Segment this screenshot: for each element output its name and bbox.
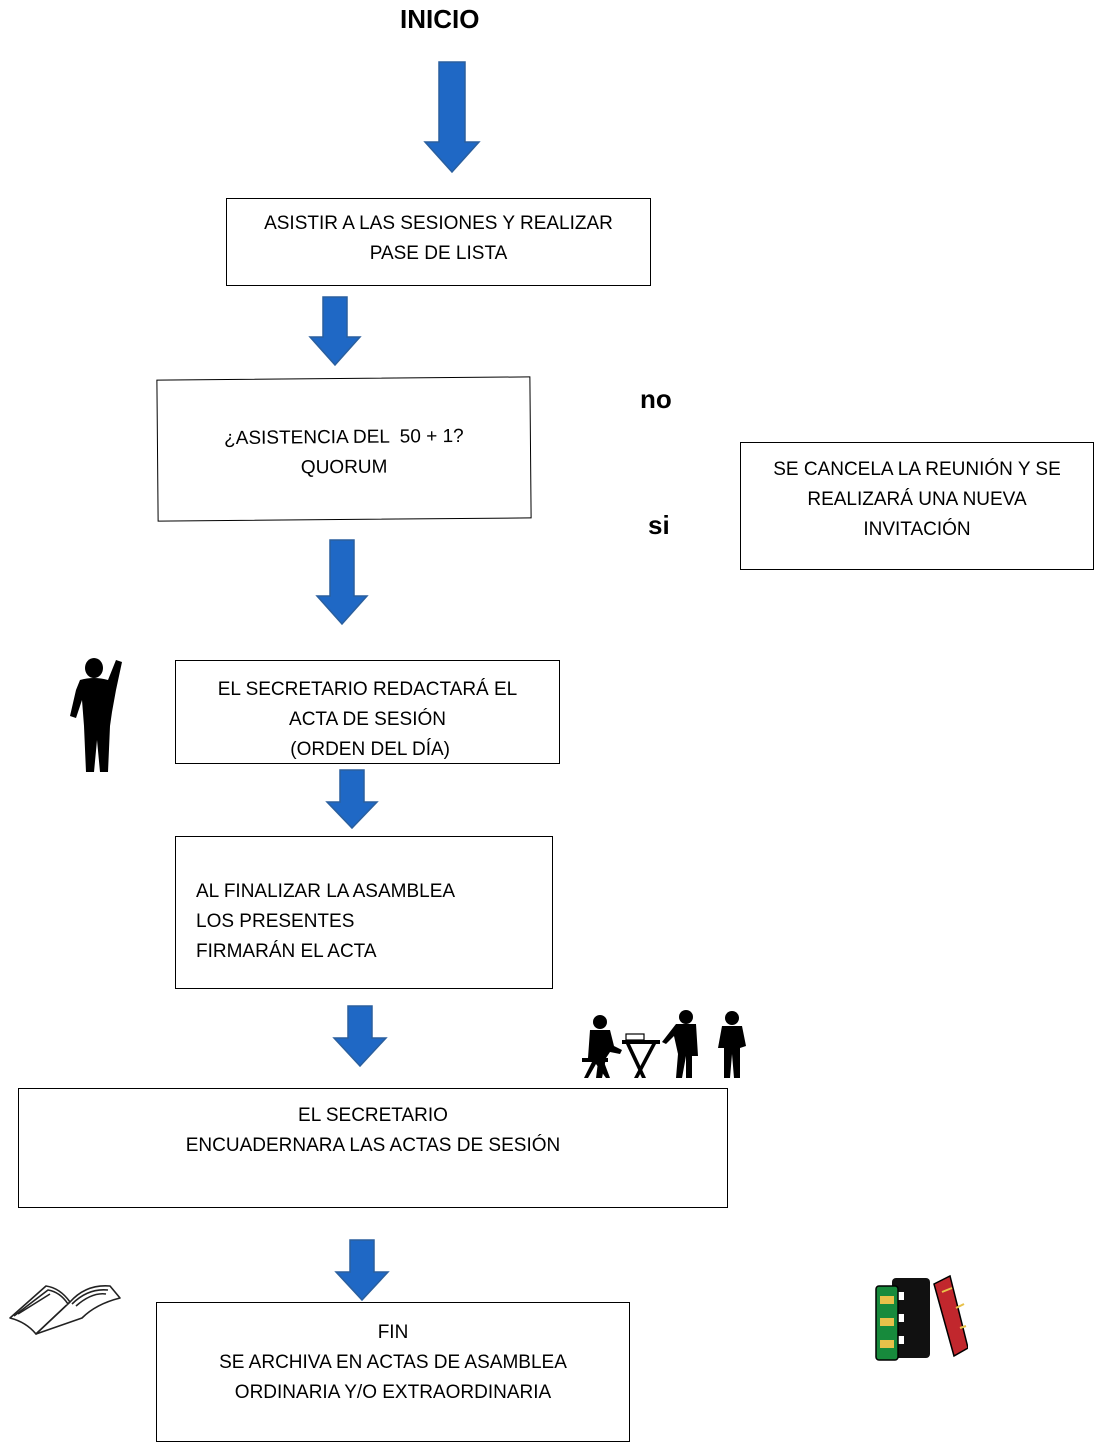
step-text: ASISTIR A LAS SESIONES Y REALIZAR — [264, 213, 613, 234]
person-silhouette-icon — [70, 658, 122, 772]
end-step-box: FIN SE ARCHIVA EN ACTAS DE ASAMBLEA ORDI… — [156, 1302, 630, 1442]
books-stack-icon — [875, 1274, 968, 1361]
start-label: INICIO — [400, 4, 480, 34]
step-text: ORDINARIA Y/O EXTRAORDINARIA — [234, 1382, 552, 1403]
step-text: REALIZARÁ UNA NUEVA — [807, 489, 1027, 510]
draft-step-box: EL SECRETARIO REDACTARÁ EL ACTA DE SESIÓ… — [175, 660, 560, 764]
arrow-down-icon — [334, 1239, 390, 1302]
step-text: INVITACIÓN — [863, 519, 971, 540]
branch-yes-label: si — [648, 510, 670, 540]
step-text: LOS PRESENTES — [196, 911, 355, 932]
step-text: ENCUADERNARA LAS ACTAS DE SESIÓN — [185, 1135, 561, 1156]
step-text: ¿ASISTENCIA DEL 50 + 1? — [224, 425, 464, 450]
step-text: AL FINALIZAR LA ASAMBLEA — [196, 881, 456, 902]
step-text: SE CANCELA LA REUNIÓN Y SE — [773, 459, 1061, 480]
step-text: EL SECRETARIO — [298, 1105, 448, 1126]
branch-no-label: no — [640, 384, 672, 414]
arrow-down-icon — [315, 539, 369, 626]
quorum-decision-box: ¿ASISTENCIA DEL 50 + 1? QUORUM — [156, 376, 532, 522]
sign-step-box: AL FINALIZAR LA ASAMBLEA LOS PRESENTES F… — [175, 836, 553, 989]
step-text: FIN — [377, 1322, 409, 1343]
step-text: SE ARCHIVA EN ACTAS DE ASAMBLEA — [219, 1352, 567, 1373]
step-text: ACTA DE SESIÓN — [289, 709, 446, 730]
cancel-step-box: SE CANCELA LA REUNIÓN Y SE REALIZARÁ UNA… — [740, 442, 1094, 570]
step-text: FIRMARÁN EL ACTA — [196, 941, 377, 962]
bind-step-box: EL SECRETARIO ENCUADERNARA LAS ACTAS DE … — [18, 1088, 728, 1208]
arrow-down-icon — [423, 61, 481, 174]
step-text: PASE DE LISTA — [369, 243, 508, 264]
arrow-down-icon — [308, 296, 362, 367]
meeting-silhouette-icon — [582, 1010, 746, 1078]
arrow-down-icon — [332, 1005, 388, 1068]
step-text: EL SECRETARIO REDACTARÁ EL — [217, 679, 518, 700]
open-book-icon — [9, 1285, 121, 1335]
step-text: (ORDEN DEL DÍA) — [284, 739, 451, 760]
arrow-down-icon — [325, 769, 379, 830]
step-text: QUORUM — [300, 456, 388, 479]
attend-step-box: ASISTIR A LAS SESIONES Y REALIZAR PASE D… — [226, 198, 651, 286]
